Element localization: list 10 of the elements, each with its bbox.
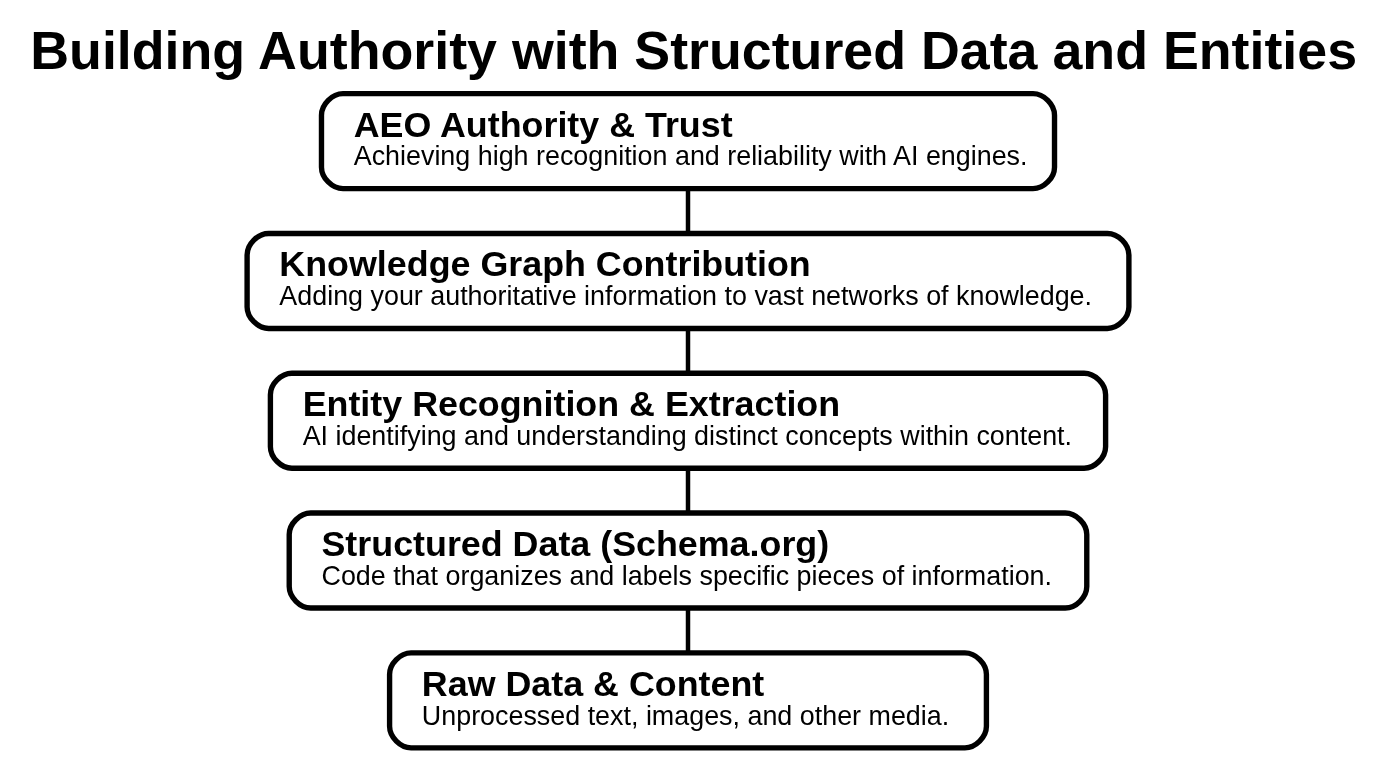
node-box: AEO Authority & Trust Achieving high recognition and reliability with AI engines. bbox=[318, 90, 1058, 192]
connector bbox=[685, 189, 691, 234]
node-box: Entity Recognition & Extraction AI identifying and understanding distinct concepts within content. bbox=[267, 370, 1109, 471]
connector bbox=[685, 608, 691, 653]
node-box: Raw Data & Content Unprocessed text, images, and other media. bbox=[386, 650, 990, 751]
connector bbox=[685, 468, 691, 513]
node-box: Structured Data (Schema.org) Code that organizes and labels specific pieces of information. bbox=[286, 510, 1090, 611]
diagram-title: Building Authority with Structured Data and Entities bbox=[30, 19, 1358, 80]
connector bbox=[685, 329, 691, 373]
node-box: Knowledge Graph Contribution Adding your authoritative information to vast networks of knowledge. bbox=[244, 230, 1132, 332]
